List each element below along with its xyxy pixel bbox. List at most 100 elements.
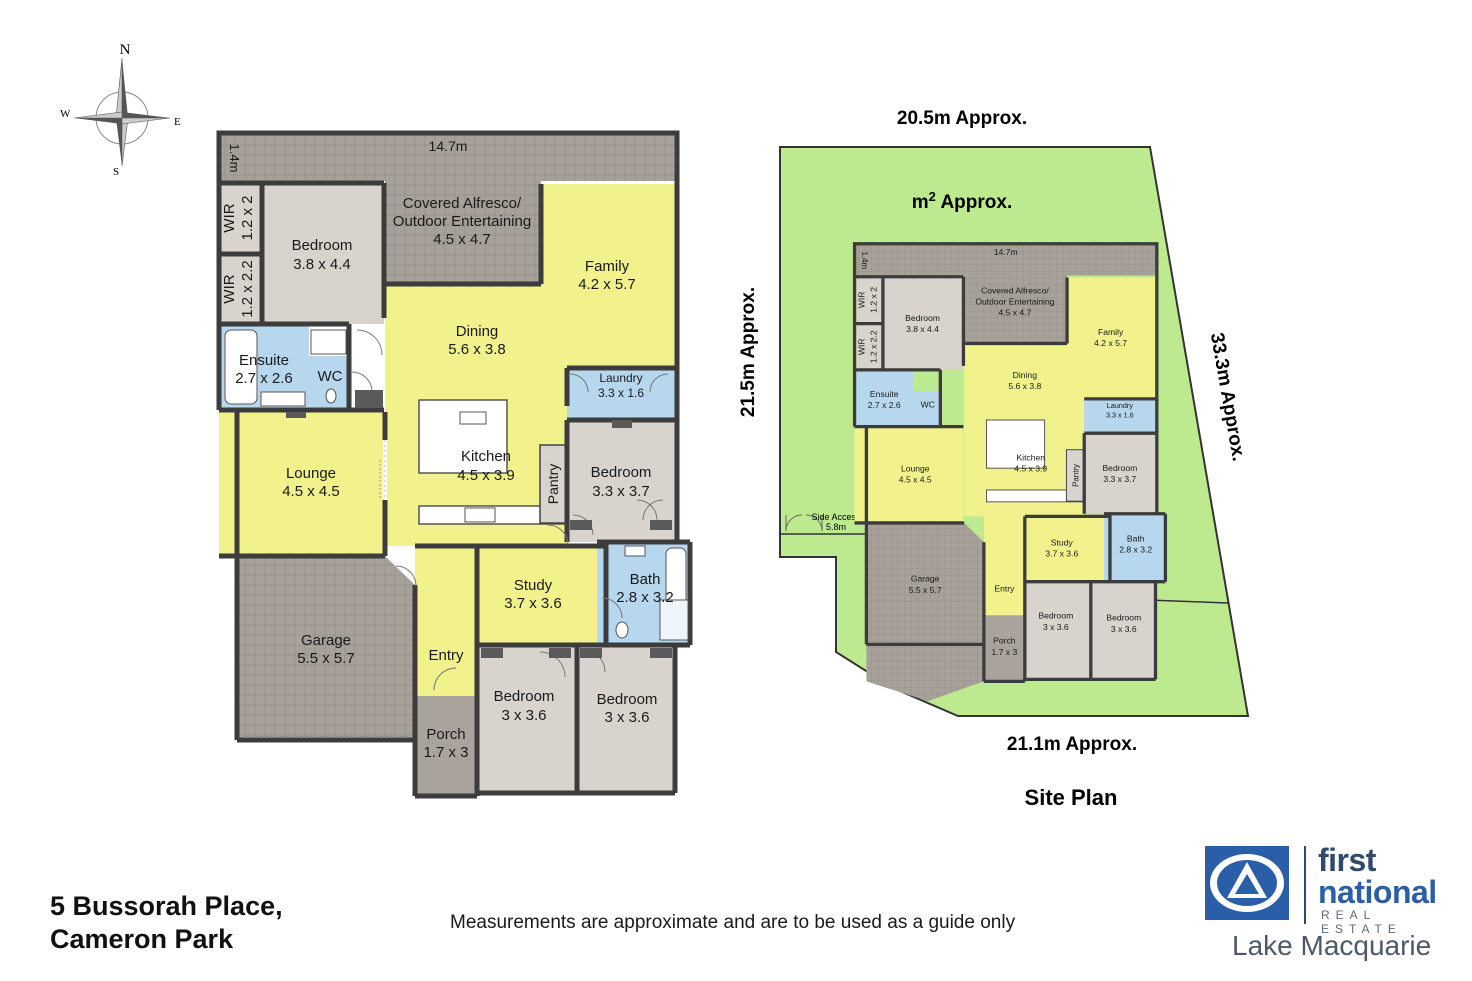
site-bedroom-main-name: Bedroom <box>905 313 940 323</box>
room-wir1-size: 1.2 x 2 <box>239 195 256 240</box>
site-alfresco-size: 4.5 x 4.7 <box>998 308 1031 318</box>
site-dining-size: 5.6 x 3.8 <box>1008 381 1041 391</box>
site-bedroom-s2-name: Bedroom <box>1106 613 1141 623</box>
room-bedroom-main-size: 3.8 x 4.4 <box>293 256 351 273</box>
site-ensuite-name: Ensuite <box>870 389 899 399</box>
room-wir2-size: 1.2 x 2.2 <box>239 260 256 318</box>
site-laundry-size: 3.3 x 1.6 <box>1106 410 1134 419</box>
site-wir1-size: 1.2 x 2 <box>868 287 878 313</box>
address-line2: Cameron Park <box>50 924 234 954</box>
site-family-name: Family <box>1098 327 1124 337</box>
compass-rose-icon: N S E W <box>60 42 181 178</box>
brand-office: Lake Macquarie <box>1232 930 1432 961</box>
site-bedroom-main-size: 3.8 x 4.4 <box>906 324 939 334</box>
site-dim-side: 1.4m <box>860 251 869 269</box>
site-plan-title: Site Plan <box>1025 785 1118 810</box>
compass-south: S <box>113 166 119 178</box>
brand-real-estate: REAL ESTATE <box>1321 908 1402 936</box>
site-bedroom-s2-size: 3 x 3.6 <box>1111 624 1137 634</box>
room-porch-name: Porch <box>426 726 465 743</box>
compass-north: N <box>120 42 131 58</box>
site-study-size: 3.7 x 3.6 <box>1045 549 1078 559</box>
site-porch-name: Porch <box>993 636 1016 646</box>
room-study-size: 3.7 x 3.6 <box>504 595 562 612</box>
site-laundry-name: Laundry <box>1107 401 1134 410</box>
main-plan-labels: 14.7m 1.4m WIR 1.2 x 2 WIR 1.2 x 2.2 Bed… <box>221 138 674 761</box>
disclaimer-note: Measurements are approximate and are to … <box>450 912 1016 933</box>
site-dim-top: 14.7m <box>994 247 1018 257</box>
brand-first: first <box>1318 842 1376 878</box>
site-ensuite-size: 2.7 x 2.6 <box>868 400 901 410</box>
room-study-name: Study <box>514 577 553 594</box>
room-dining-size: 5.6 x 3.8 <box>448 341 506 358</box>
room-bedroom-s1-name: Bedroom <box>494 688 555 705</box>
room-wir1-name: WIR <box>221 203 238 232</box>
site-wir2-name: WIR <box>856 338 866 355</box>
compass-east: E <box>174 116 181 128</box>
room-alfresco-name2: Outdoor Entertaining <box>393 213 531 230</box>
site-family-size: 4.2 x 5.7 <box>1094 338 1127 348</box>
site-dimension-top: 20.5m Approx. <box>897 108 1027 129</box>
site-dimension-right: 33.3m Approx. <box>1206 331 1249 463</box>
room-alfresco-name1: Covered Alfresco/ <box>403 195 522 212</box>
site-bedroom-s1-size: 3 x 3.6 <box>1043 622 1069 632</box>
room-bath-name: Bath <box>630 571 661 588</box>
site-bedroom-s1-name: Bedroom <box>1038 611 1073 621</box>
room-dining-name: Dining <box>456 323 499 340</box>
side-access-size: 5.8m <box>826 522 846 532</box>
site-dimension-bottom: 21.1m Approx. <box>1007 734 1137 755</box>
compass-west: W <box>60 108 71 120</box>
site-garage-size: 5.5 x 5.7 <box>909 585 942 595</box>
room-wc-name: WC <box>318 368 343 385</box>
site-plan-house: 14.7m 1.4m WIR 1.2 x 2 WIR 1.2 x 2.2 Bed… <box>852 242 1168 702</box>
site-garage-name: Garage <box>911 574 940 584</box>
room-wir2-name: WIR <box>221 274 238 303</box>
site-area: m2 Approx. <box>912 189 1013 213</box>
site-kitchen-size: 4.5 x 3.9 <box>1014 463 1047 473</box>
site-bedroom-e-size: 3.3 x 3.7 <box>1103 474 1136 484</box>
room-bedroom-e-name: Bedroom <box>591 464 652 481</box>
room-kitchen-name: Kitchen <box>461 448 511 465</box>
site-dimension-left: 21.5m Approx. <box>738 287 759 417</box>
room-garage-size: 5.5 x 5.7 <box>297 650 355 667</box>
room-bedroom-s2-size: 3 x 3.6 <box>604 709 649 726</box>
room-laundry-size: 3.3 x 1.6 <box>598 386 644 400</box>
dim-side: 1.4m <box>227 144 242 173</box>
room-bath-size: 2.8 x 3.2 <box>616 589 674 606</box>
first-national-logo-icon <box>1205 846 1289 920</box>
site-kitchen-name: Kitchen <box>1016 452 1045 462</box>
site-alfresco-name1: Covered Alfresco/ <box>981 285 1049 295</box>
side-access-label: Side Access <box>811 512 861 522</box>
site-wir2-size: 1.2 x 2.2 <box>868 330 878 363</box>
room-kitchen-size: 4.5 x 3.9 <box>457 467 515 484</box>
site-bath-name: Bath <box>1127 533 1145 543</box>
room-ensuite-size: 2.7 x 2.6 <box>235 370 293 387</box>
main-floor-plan <box>216 130 693 799</box>
property-address: 5 Bussorah Place, Cameron Park <box>50 890 283 956</box>
room-bedroom-s2-name: Bedroom <box>597 691 658 708</box>
site-bath-size: 2.8 x 3.2 <box>1119 545 1152 555</box>
site-dining-name: Dining <box>1013 370 1038 380</box>
brand-national: national <box>1318 874 1437 910</box>
room-bedroom-main-name: Bedroom <box>292 237 353 254</box>
site-porch-size: 1.7 x 3 <box>991 647 1017 657</box>
room-porch-size: 1.7 x 3 <box>423 744 468 761</box>
room-pantry-name: Pantry <box>545 464 561 504</box>
room-garage-name: Garage <box>301 632 351 649</box>
room-lounge-size: 4.5 x 4.5 <box>282 483 340 500</box>
site-alfresco-name2: Outdoor Entertaining <box>975 297 1054 307</box>
room-alfresco-size: 4.5 x 4.7 <box>433 231 491 248</box>
site-lounge-name: Lounge <box>901 463 930 473</box>
room-bedroom-s1-size: 3 x 3.6 <box>501 707 546 724</box>
site-entry-name: Entry <box>994 584 1015 594</box>
site-lounge-size: 4.5 x 4.5 <box>899 475 932 485</box>
brand-divider <box>1304 846 1306 924</box>
site-bedroom-e-name: Bedroom <box>1102 463 1137 473</box>
room-bedroom-e-size: 3.3 x 3.7 <box>592 483 650 500</box>
address-line1: 5 Bussorah Place, <box>50 891 283 921</box>
site-pantry-name: Pantry <box>1071 464 1080 487</box>
room-family-size: 4.2 x 5.7 <box>578 276 636 293</box>
site-study-name: Study <box>1051 537 1074 547</box>
room-family-name: Family <box>585 258 630 275</box>
